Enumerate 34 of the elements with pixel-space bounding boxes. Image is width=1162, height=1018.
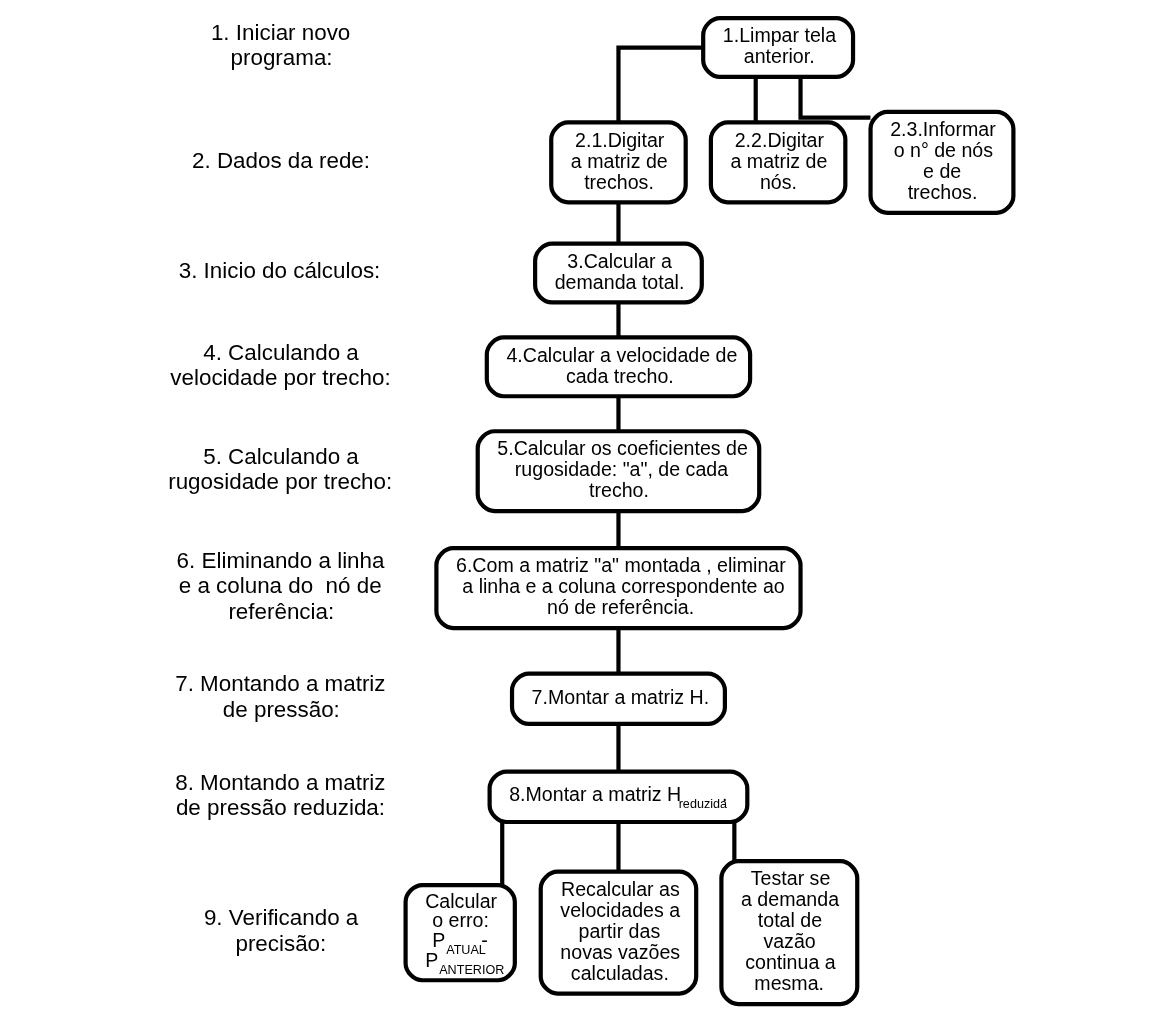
connector xyxy=(616,628,621,674)
node-box: Testar se a demanda total de vazão continua a mesma. xyxy=(719,859,860,1007)
label: 3. Inicio do cálculos: xyxy=(178,258,381,284)
node-box: 3.Calcular a demanda total. xyxy=(533,241,704,305)
label: 1. Iniciar novo programa: xyxy=(210,20,351,71)
connector xyxy=(616,202,621,244)
label: 7. Montando a matriz de pressão: xyxy=(175,671,386,722)
node-box: 4.Calcular a velocidade de cada trecho. xyxy=(484,335,753,399)
node-box: 2.3.Informar o n° de nós e de trechos. xyxy=(868,109,1016,215)
connector xyxy=(616,724,621,772)
connector xyxy=(616,45,703,123)
node-box: 1.Limpar tela anterior. xyxy=(701,16,856,80)
connector xyxy=(753,77,758,123)
connector xyxy=(616,396,621,431)
connector xyxy=(616,302,621,338)
label: 9. Verificando a precisão: xyxy=(203,905,359,956)
label: 6. Eliminando a linha e a coluna do nó de referência: xyxy=(176,548,385,624)
node-box: 2.2.Digitar a matriz de nós. xyxy=(708,120,848,205)
node-box: 8.Montar a matriz H$_{reduzida}$. xyxy=(487,769,750,825)
node-box: 6.Com a matriz "a" montada , eliminar a linha e a coluna correspondente ao nó de referência. xyxy=(434,546,803,631)
node-box: 7.Montar a matriz H. xyxy=(509,671,727,727)
label: 4. Calculando a velocidade por trecho: xyxy=(170,339,391,390)
connector xyxy=(798,77,871,120)
label: 5. Calculando a rugosidade por trecho: xyxy=(168,443,393,495)
node-box: Calcular o erro: P$_{ATUAL}$- P$_{ANTERIOR}$ xyxy=(403,882,517,983)
connector xyxy=(616,822,621,872)
connector xyxy=(616,511,621,549)
connector xyxy=(732,822,737,861)
node-box: Recalcular as velocidades a partir das novas vazões calculadas. xyxy=(538,869,699,996)
node-box: 2.1.Digitar a matriz de trechos. xyxy=(549,120,688,205)
connector xyxy=(500,822,505,885)
label: 2. Dados da rede: xyxy=(192,147,371,173)
node-box: 5.Calcular os coeficientes de rugosidade: "a", de cada trecho. xyxy=(475,429,762,514)
label: 8. Montando a matriz de pressão reduzida: xyxy=(175,769,386,820)
